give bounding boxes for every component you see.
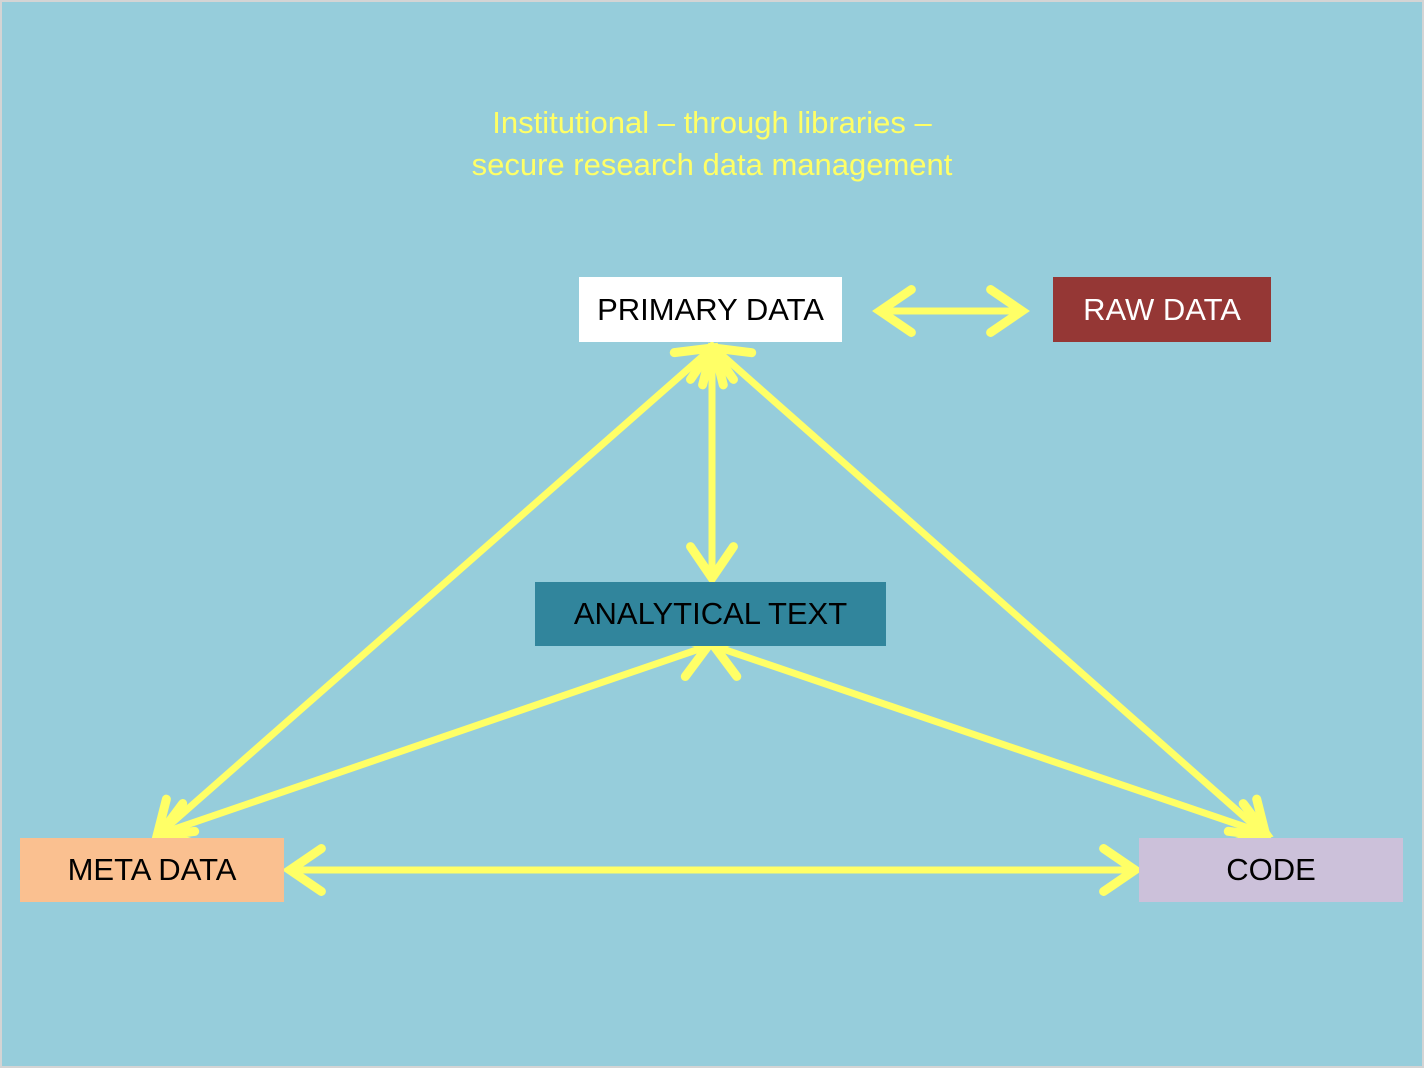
arrow-shaft bbox=[157, 348, 712, 836]
code-label: CODE bbox=[1226, 852, 1316, 887]
meta-data-label: META DATA bbox=[67, 852, 237, 887]
arrow-code-analytical bbox=[706, 631, 1274, 849]
diagram-title: Institutional – through libraries – secu… bbox=[0, 102, 1424, 186]
arrowhead-icon bbox=[708, 342, 757, 390]
arrow-shaft bbox=[714, 348, 1266, 836]
primary-data-box: PRIMARY DATA bbox=[579, 277, 842, 342]
title-line-1: Institutional – through libraries – bbox=[492, 105, 932, 140]
arrowhead-icon bbox=[686, 542, 738, 586]
raw-data-label: RAW DATA bbox=[1083, 291, 1241, 327]
title-line-2: secure research data management bbox=[471, 147, 953, 182]
arrowhead-icon bbox=[1099, 844, 1143, 896]
arrow-meta-code bbox=[282, 844, 1143, 896]
arrow-meta-analytical bbox=[152, 631, 716, 849]
arrow-shaft bbox=[162, 643, 706, 837]
meta-data-box: META DATA bbox=[20, 838, 284, 902]
raw-data-box: RAW DATA bbox=[1053, 277, 1271, 342]
arrowhead-icon bbox=[872, 285, 916, 337]
analytical-text-box: ANALYTICAL TEXT bbox=[535, 582, 886, 646]
arrow-primary-raw bbox=[872, 285, 1030, 337]
code-box: CODE bbox=[1139, 838, 1403, 902]
arrowhead-icon bbox=[282, 844, 326, 896]
analytical-text-label: ANALYTICAL TEXT bbox=[573, 596, 848, 631]
primary-data-label: PRIMARY DATA bbox=[597, 291, 824, 327]
arrow-shaft bbox=[716, 643, 1264, 837]
arrowhead-icon bbox=[986, 285, 1030, 337]
